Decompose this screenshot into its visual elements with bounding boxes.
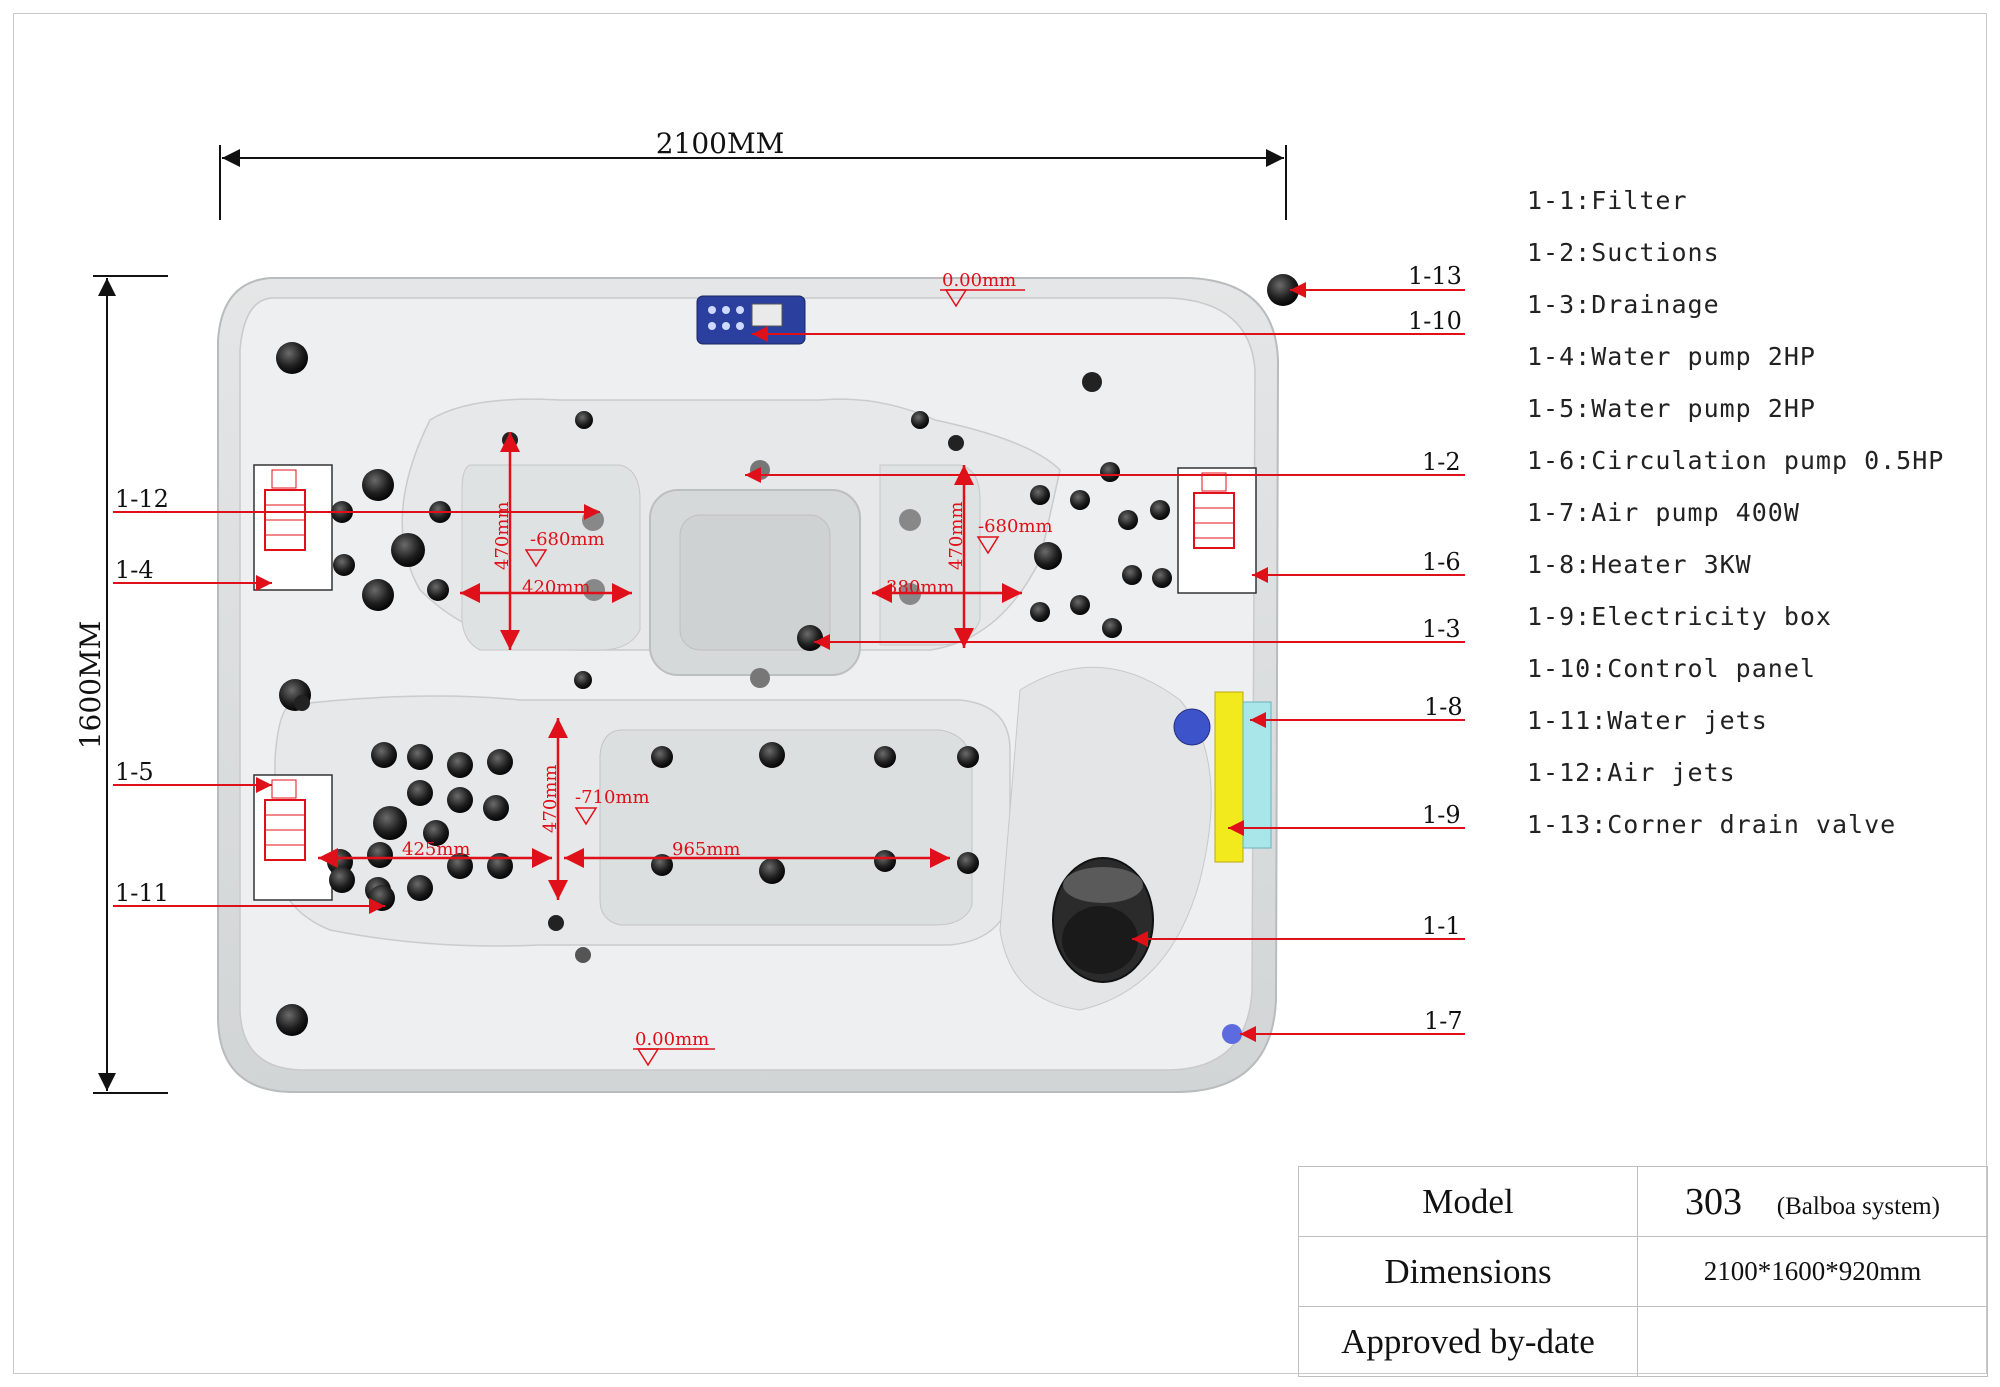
level-top: 0.00mm	[942, 270, 1016, 291]
legend-item: 1-8:Heater 3KW	[1527, 550, 1752, 579]
width-b: 380mm	[886, 577, 955, 598]
model-label: Model	[1298, 1166, 1638, 1237]
pump-1-4-drawing	[253, 464, 333, 591]
legend-item: 1-2:Suctions	[1527, 238, 1720, 267]
spec-row-model: Model 303 (Balboa system)	[1298, 1166, 1988, 1237]
legend-item: 1-13:Corner drain valve	[1527, 810, 1897, 839]
callouts-right: 1-13 1-10 1-2 1-6 1-3 1-8 1-9 1-1 1-7	[745, 262, 1465, 1042]
air-pump-marker	[1222, 1024, 1242, 1044]
legend-item: 1-12:Air jets	[1527, 758, 1736, 787]
width-a: 420mm	[522, 577, 591, 598]
model-cell: 303 (Balboa system)	[1637, 1166, 1988, 1237]
lounge-length: 965mm	[672, 839, 741, 860]
spec-table: Model 303 (Balboa system) Dimensions 210…	[1298, 1166, 1988, 1377]
legend-item: 1-5:Water pump 2HP	[1527, 394, 1816, 423]
model-note: (Balboa system)	[1776, 1192, 1940, 1220]
dimensions-value: 2100*1600*920mm	[1637, 1236, 1988, 1307]
level-left-seat: -680mm	[530, 529, 605, 550]
width-c: 425mm	[402, 839, 471, 860]
height-dimension: 1600MM	[74, 275, 168, 1094]
heater	[1214, 691, 1244, 863]
callout-1-9: 1-9	[1422, 801, 1461, 829]
level-marker-right-seat: -680mm	[976, 516, 1053, 555]
spec-row-approved: Approved by-date	[1298, 1306, 1988, 1377]
callouts-left: 1-12 1-4 1-5 1-11	[113, 485, 600, 914]
callout-1-2: 1-2	[1422, 448, 1461, 476]
callout-1-10: 1-10	[1408, 307, 1462, 335]
callout-1-4: 1-4	[115, 556, 154, 584]
spec-row-dimensions: Dimensions 2100*1600*920mm	[1298, 1236, 1988, 1307]
pump-1-6-drawing	[1177, 467, 1257, 594]
approved-value	[1637, 1306, 1988, 1377]
level-markers: 0.00mm 0.00mm -680mm -680mm -710mm	[524, 270, 1053, 1067]
approved-label: Approved by-date	[1298, 1306, 1638, 1377]
level-marker-left-seat: -680mm	[524, 529, 605, 568]
legend-item: 1-11:Water jets	[1527, 706, 1768, 735]
callout-1-1: 1-1	[1422, 912, 1461, 940]
callout-1-3: 1-3	[1422, 615, 1461, 643]
internal-measurements: 470mm 420mm 470mm 380mm 470mm 425mm 965m…	[318, 432, 1022, 900]
level-lounge: -710mm	[575, 787, 650, 808]
callout-1-6: 1-6	[1422, 548, 1461, 576]
level-right-seat: -680mm	[978, 516, 1053, 537]
height-label: 1600MM	[74, 621, 107, 750]
callout-1-13: 1-13	[1408, 262, 1462, 290]
callout-1-8: 1-8	[1424, 693, 1463, 721]
legend-item: 1-1:Filter	[1527, 186, 1688, 215]
legend-item: 1-7:Air pump 400W	[1527, 498, 1800, 527]
model-value: 303	[1685, 1180, 1743, 1223]
level-marker-top: 0.00mm	[940, 270, 1025, 308]
tub-shell	[217, 274, 1299, 1093]
callout-1-7: 1-7	[1424, 1007, 1463, 1035]
callout-1-12: 1-12	[115, 485, 169, 513]
legend-item: 1-9:Electricity box	[1527, 602, 1832, 631]
dimensions-label: Dimensions	[1298, 1236, 1638, 1307]
legend-item: 1-10:Control panel	[1527, 654, 1816, 683]
seat-depth-c: 470mm	[540, 765, 561, 834]
jets	[276, 342, 1172, 1036]
pump-1-5-drawing	[253, 774, 333, 901]
level-marker-lounge: -710mm	[574, 787, 650, 826]
legend-item: 1-3:Drainage	[1527, 290, 1720, 319]
seat-depth-b: 470mm	[946, 502, 967, 571]
width-dimension: 2100MM	[219, 127, 1287, 220]
control-panel	[696, 295, 806, 345]
electricity-box	[1242, 701, 1272, 849]
level-bottom: 0.00mm	[635, 1029, 709, 1050]
seat-depth-a: 470mm	[492, 502, 513, 571]
callout-1-11: 1-11	[115, 879, 169, 907]
width-label: 2100MM	[656, 127, 785, 160]
legend-item: 1-4:Water pump 2HP	[1527, 342, 1816, 371]
level-marker-bottom: 0.00mm	[633, 1029, 715, 1067]
callout-1-5: 1-5	[115, 758, 154, 786]
drawing-frame	[13, 13, 1987, 1374]
legend-item: 1-6:Circulation pump 0.5HP	[1527, 446, 1945, 475]
